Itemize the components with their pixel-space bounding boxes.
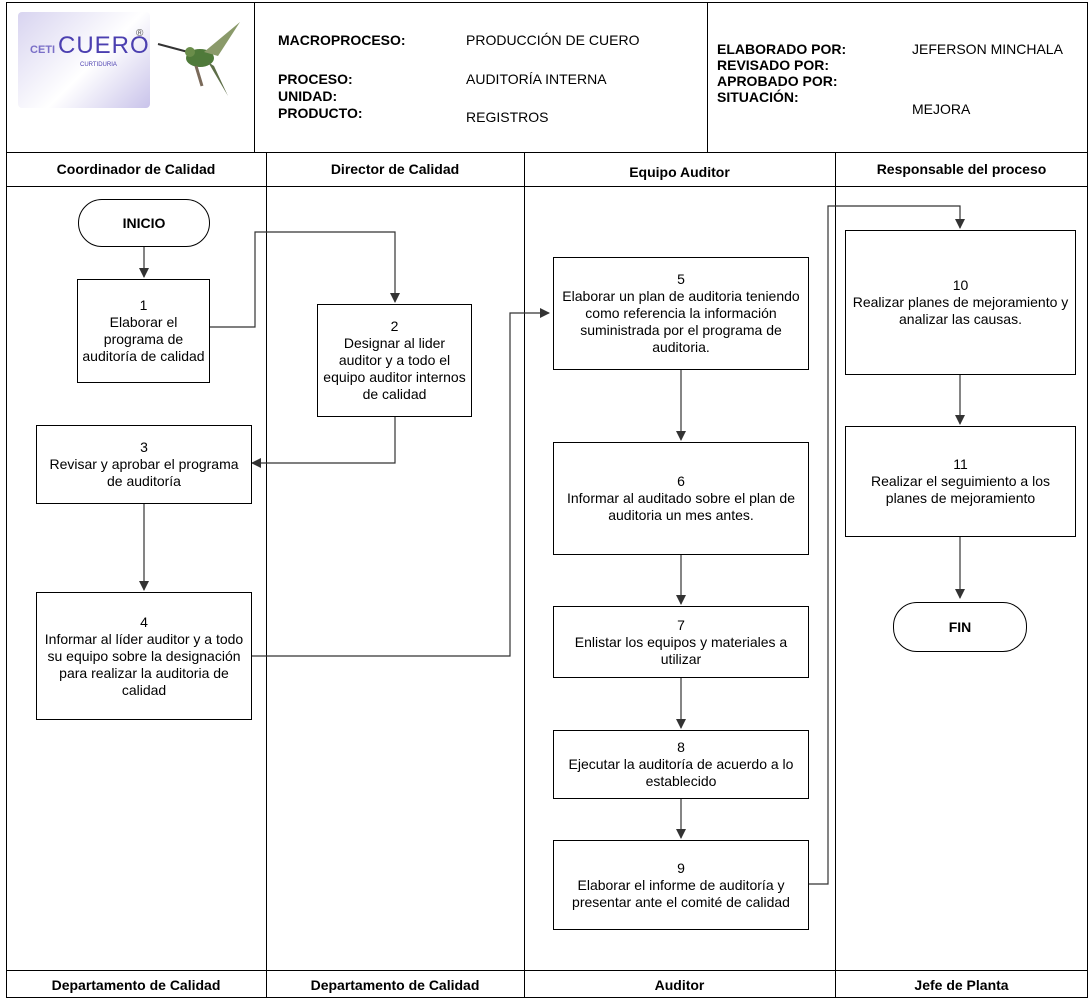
- registered-mark: ®: [136, 28, 144, 39]
- step-text: Ejecutar la auditoría de acuerdo a lo es…: [568, 756, 794, 789]
- lane-footer-equipo: Auditor: [654, 977, 705, 993]
- lane-divider-3: [835, 152, 836, 998]
- step-number: 7: [677, 616, 685, 633]
- step-box-9: 9 Elaborar el informe de auditoría y pre…: [553, 840, 809, 930]
- logo-curtiduria-text: CURTIDURIA: [80, 62, 117, 68]
- step-box-3: 3 Revisar y aprobar el programa de audit…: [36, 425, 252, 504]
- producto-value: REGISTROS: [466, 109, 549, 125]
- situacion-value: MEJORA: [912, 101, 971, 117]
- step-box-6: 6 Informar al auditado sobre el plan de …: [553, 442, 809, 555]
- proceso-value: AUDITORÍA INTERNA: [466, 71, 607, 87]
- producto-label: PRODUCTO:: [278, 105, 363, 121]
- connector-4-5: [252, 308, 550, 657]
- step-box-8: 8 Ejecutar la auditoría de acuerdo a lo …: [553, 730, 809, 799]
- step-text: Realizar el seguimiento a los planes de …: [871, 473, 1050, 506]
- step-number: 6: [677, 473, 685, 489]
- lane-footer-responsable: Jefe de Planta: [914, 977, 1009, 993]
- step-text: Elaborar el programa de auditoría de cal…: [82, 314, 205, 364]
- lane-header-director: Director de Calidad: [330, 161, 460, 177]
- step-number: 1: [139, 297, 148, 313]
- step-box-2: 2 Designar al lider auditor y a todo el …: [317, 304, 472, 417]
- step-number: 2: [390, 318, 399, 334]
- step-box-7: 7 Enlistar los equipos y materiales a ut…: [553, 606, 809, 678]
- step-number: 3: [140, 439, 148, 455]
- lane-divider-2: [524, 152, 525, 998]
- header-divider: [6, 152, 1088, 153]
- logo-background: [18, 12, 150, 108]
- step-number: 5: [677, 271, 685, 287]
- macroproceso-label: MACROPROCESO:: [278, 32, 406, 48]
- lane-header-equipo: Equipo Auditor: [629, 164, 730, 180]
- end-terminal: FIN: [893, 602, 1027, 652]
- start-terminal: INICIO: [78, 199, 210, 247]
- lane-footer-coordinador: Departamento de Calidad: [51, 977, 221, 993]
- unidad-label: UNIDAD:: [278, 88, 338, 104]
- step-text: Enlistar los equipos y materiales a util…: [574, 633, 788, 667]
- lane-header-divider: [6, 186, 1088, 187]
- page-frame: [6, 2, 1088, 998]
- macroproceso-value: PRODUCCIÓN DE CUERO: [466, 32, 640, 48]
- elaborado-label: ELABORADO POR:: [717, 41, 847, 57]
- situacion-label: SITUACIÓN:: [717, 89, 799, 105]
- step-number: 4: [140, 613, 148, 630]
- aprobado-label: APROBADO POR:: [717, 73, 838, 89]
- step-text: Designar al lider auditor y a todo el eq…: [323, 335, 466, 402]
- elaborado-value: JEFERSON MINCHALA: [912, 41, 1063, 57]
- step-text: Elaborar un plan de auditoria teniendo c…: [562, 288, 800, 355]
- header-right-divider: [707, 2, 708, 152]
- logo-cuero-text: CUERO: [58, 32, 150, 59]
- lane-header-responsable: Responsable del proceso: [876, 161, 1047, 177]
- header-logo-divider: [254, 2, 255, 152]
- hummingbird-icon: [157, 22, 240, 96]
- lane-footer-divider: [6, 970, 1088, 971]
- lane-header-coordinador: Coordinador de Calidad: [56, 161, 216, 177]
- lane-footer-director: Departamento de Calidad: [310, 977, 480, 993]
- step-number: 9: [677, 859, 685, 876]
- lane-divider-1: [266, 152, 267, 998]
- step-text: Informar al líder auditor y a todo su eq…: [44, 630, 244, 698]
- step-box-5: 5 Elaborar un plan de auditoria teniendo…: [553, 257, 809, 370]
- step-box-4: 4 Informar al líder auditor y a todo su …: [36, 592, 252, 720]
- step-box-10: 10 Realizar planes de mejoramiento y ana…: [845, 230, 1076, 375]
- revisado-label: REVISADO POR:: [717, 57, 830, 73]
- step-text: Informar al auditado sobre el plan de au…: [566, 490, 796, 523]
- step-number: 11: [953, 456, 968, 472]
- connector-2-3: [251, 416, 396, 468]
- logo-ceti-text: CETI: [30, 44, 56, 56]
- step-text: Revisar y aprobar el programa de auditor…: [49, 456, 239, 489]
- step-text: Realizar planes de mejoramiento y analiz…: [852, 294, 1069, 327]
- step-text: Elaborar el informe de auditoría y prese…: [572, 876, 790, 910]
- connector-1-2: [210, 231, 400, 328]
- step-box-1: 1 Elaborar el programa de auditoría de c…: [77, 279, 210, 383]
- proceso-label: PROCESO:: [278, 71, 353, 87]
- step-box-11: 11 Realizar el seguimiento a los planes …: [845, 426, 1076, 537]
- connector-9-10: [808, 205, 965, 885]
- step-number: 10: [952, 277, 969, 293]
- company-logo: CETI CUERO CURTIDURIA ®: [18, 12, 250, 122]
- step-number: 8: [677, 739, 685, 755]
